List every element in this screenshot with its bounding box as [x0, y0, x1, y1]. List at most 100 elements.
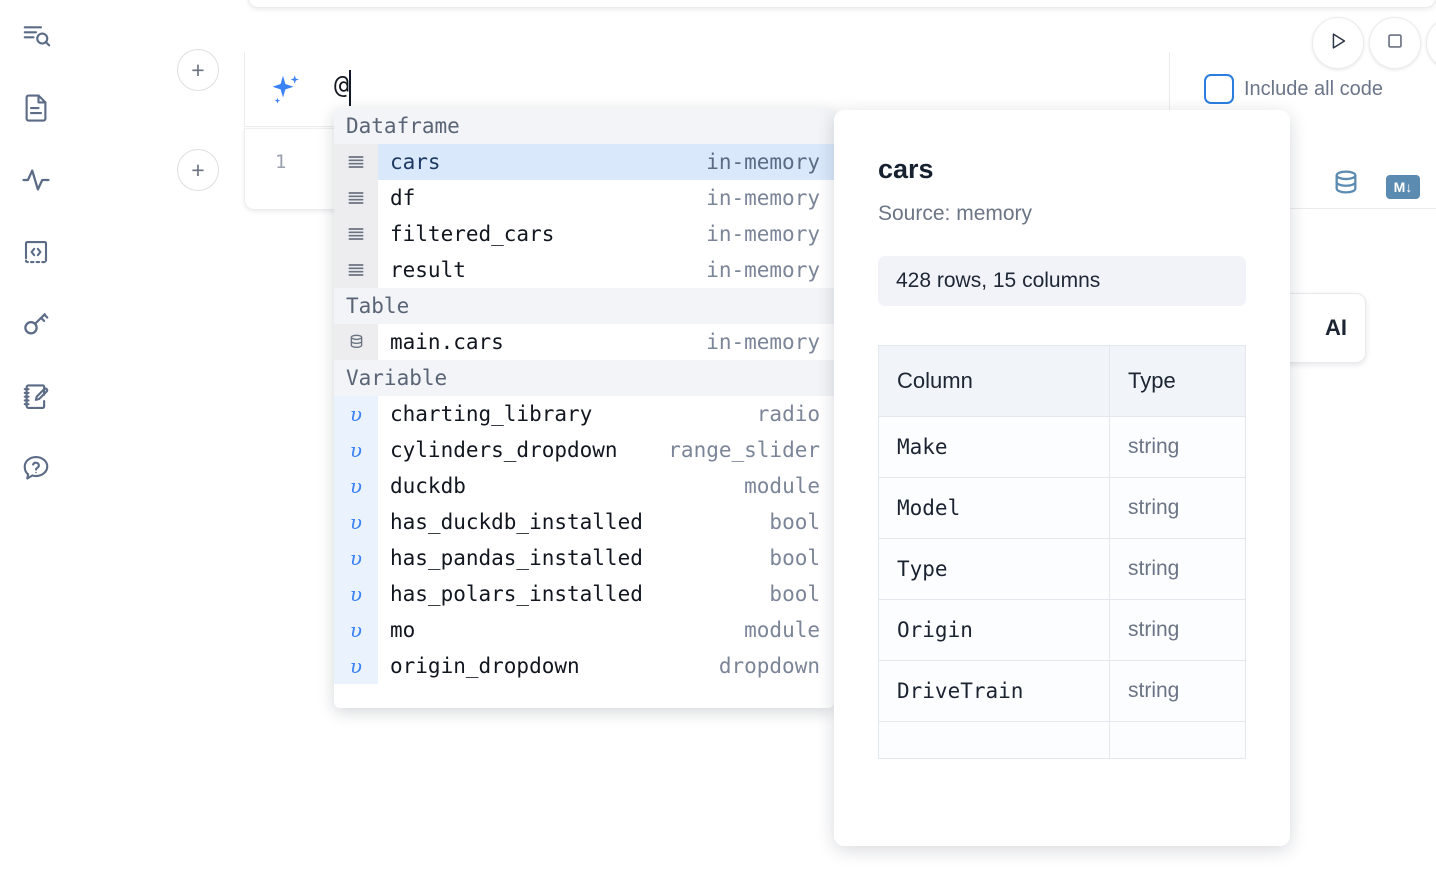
run-button[interactable] [1312, 17, 1364, 69]
table-icon [334, 324, 378, 360]
autocomplete-item-body: main.cars in-memory [378, 324, 834, 360]
plus-icon: + [191, 56, 205, 83]
include-all-code-row[interactable]: Include all code [1204, 74, 1383, 104]
variable-icon: υ [334, 540, 378, 576]
autocomplete-item-name: main.cars [390, 330, 504, 354]
schema-column-header: Type [1109, 346, 1245, 416]
variable-icon: υ [334, 468, 378, 504]
sidebar-item-secrets[interactable] [14, 302, 58, 346]
dataframe-icon [334, 216, 378, 252]
autocomplete-item-type: module [744, 474, 820, 498]
schema-column-type: string [1109, 661, 1245, 721]
scratchpad-icon [21, 381, 51, 411]
autocomplete-item-type: in-memory [706, 258, 820, 282]
autocomplete-item[interactable]: main.cars in-memory [334, 324, 834, 360]
autocomplete-item-name: has_polars_installed [390, 582, 643, 606]
variable-icon: υ [334, 432, 378, 468]
autocomplete-item-name: charting_library [390, 402, 593, 426]
line-number: 1 [275, 151, 287, 173]
ai-prompt-row: @ [244, 52, 1170, 127]
schema-column-type: string [1109, 539, 1245, 599]
sidebar-rail [0, 0, 72, 874]
panel-source: Source: memory [878, 202, 1033, 225]
autocomplete-item-type: bool [769, 582, 820, 606]
more-button[interactable] [1426, 17, 1436, 69]
text-cursor [349, 70, 351, 106]
dataframe-icon [334, 252, 378, 288]
autocomplete-item-name: has_duckdb_installed [390, 510, 643, 534]
autocomplete-section-header: Variable [334, 360, 834, 396]
schema-table-row: Make string [879, 417, 1245, 478]
help-icon [21, 453, 51, 483]
markdown-icon[interactable]: M↓ [1386, 174, 1420, 199]
ai-hint-label: AI [1325, 315, 1347, 340]
activity-icon [21, 165, 51, 195]
sidebar-item-outline-search[interactable] [14, 14, 58, 58]
include-all-code-checkbox[interactable] [1204, 74, 1234, 104]
autocomplete-item-body: cylinders_dropdown range_slider [378, 432, 834, 468]
autocomplete-item[interactable]: υ cylinders_dropdown range_slider [334, 432, 834, 468]
autocomplete-item-body: charting_library radio [378, 396, 834, 432]
autocomplete-item-type: radio [756, 402, 820, 426]
ai-prompt-input[interactable]: @ [334, 70, 350, 99]
schema-column-type: string [1109, 600, 1245, 660]
autocomplete-item-type: module [744, 618, 820, 642]
schema-column-type: string [1109, 417, 1245, 477]
autocomplete-item-name: filtered_cars [390, 222, 555, 246]
variable-icon: υ [334, 504, 378, 540]
stop-button[interactable] [1369, 17, 1421, 69]
autocomplete-item-name: df [390, 186, 416, 210]
sidebar-item-files[interactable] [14, 86, 58, 130]
sidebar-item-help[interactable] [14, 446, 58, 490]
sidebar-item-scratchpad[interactable] [14, 374, 58, 418]
add-cell-button-top[interactable]: + [177, 49, 219, 91]
schema-column-name: Origin [897, 618, 973, 642]
autocomplete-section-header: Dataframe [334, 108, 834, 144]
add-cell-button-bottom[interactable]: + [177, 149, 219, 191]
dataframe-icon [334, 180, 378, 216]
stop-icon [1384, 30, 1406, 57]
schema-column-name: Make [897, 435, 948, 459]
key-icon [21, 309, 51, 339]
autocomplete-item-type: in-memory [706, 330, 820, 354]
autocomplete-item-type: dropdown [718, 654, 820, 678]
schema-column-name [879, 722, 1109, 758]
top-cell-card [248, 0, 1436, 8]
autocomplete-item-type: range_slider [668, 438, 820, 462]
sidebar-item-activity[interactable] [14, 158, 58, 202]
schema-column-type: string [1109, 478, 1245, 538]
sidebar-item-snippets[interactable] [14, 230, 58, 274]
autocomplete-item-name: cylinders_dropdown [390, 438, 618, 462]
database-icon[interactable] [1330, 168, 1362, 205]
plus-icon: + [191, 156, 205, 183]
file-icon [21, 93, 51, 123]
autocomplete-item-name: cars [390, 150, 441, 174]
dataframe-info-panel: cars Source: memory 428 rows, 15 columns… [834, 110, 1290, 846]
